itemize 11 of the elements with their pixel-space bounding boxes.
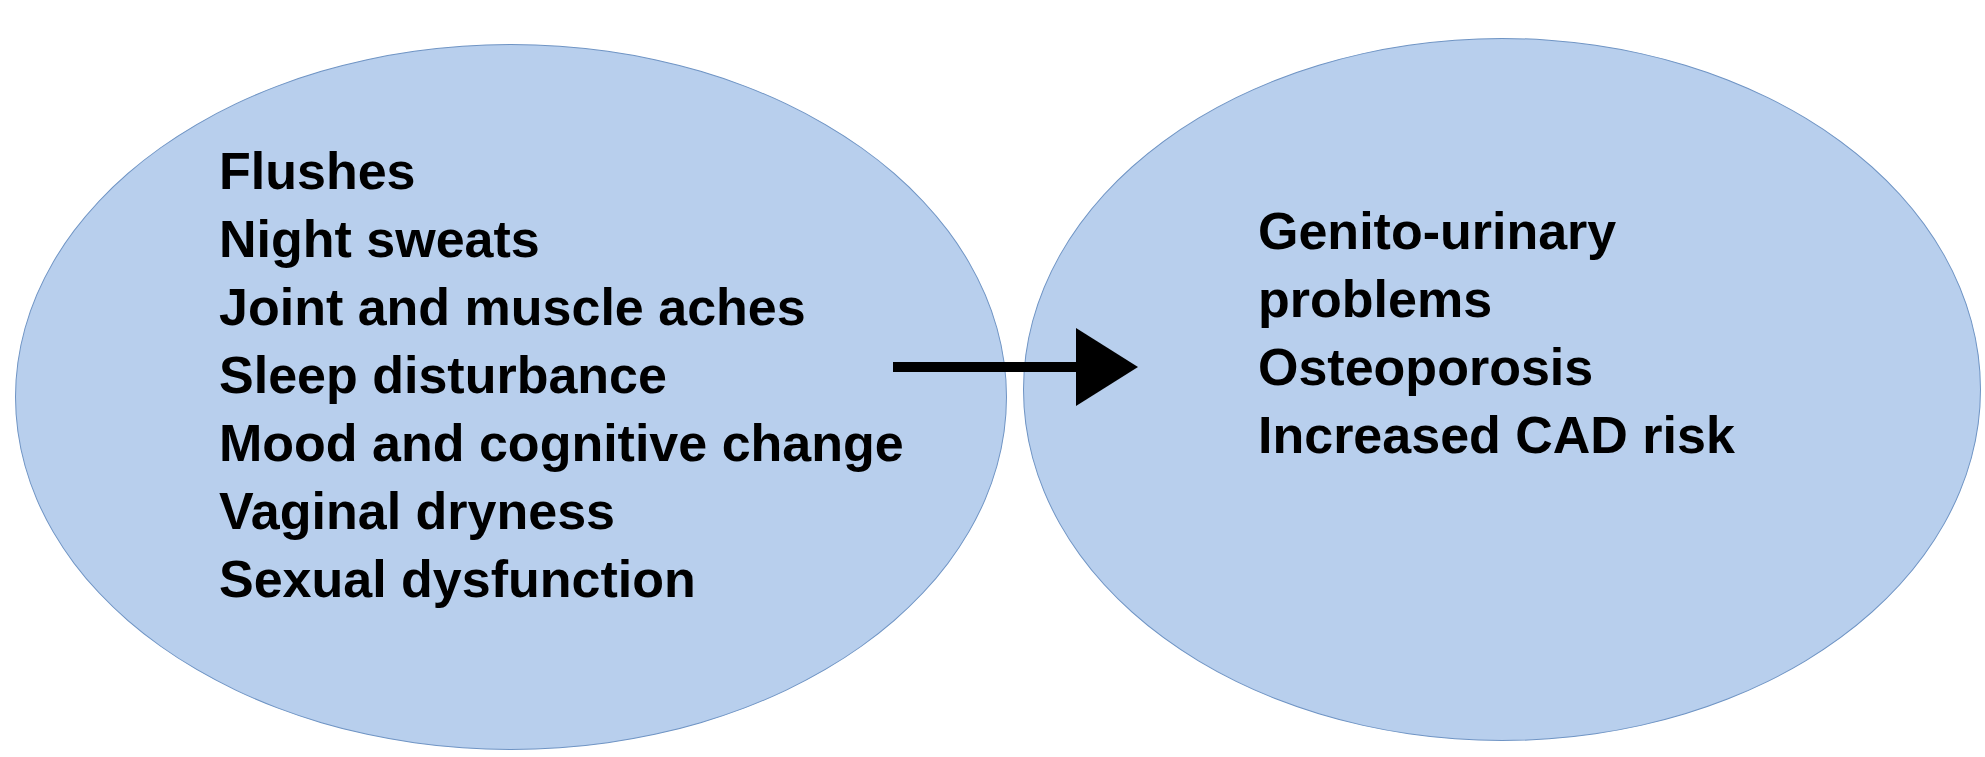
list-item-text: Night sweats — [219, 209, 541, 270]
list-item-text: Genito-urinary problems — [1258, 201, 1618, 330]
list-item-text: Increased CAD risk — [1258, 405, 1736, 466]
list-item-text: Sexual dysfunction — [219, 549, 697, 610]
list-item-text: Vaginal dryness — [219, 481, 616, 542]
list-item-text: Mood and cognitive change — [219, 413, 905, 474]
list-item-text: Osteoporosis — [1258, 337, 1595, 398]
list-item-text: Sleep disturbance — [219, 345, 668, 406]
arrow — [893, 328, 1138, 406]
list-item-text: Joint and muscle aches — [219, 277, 807, 338]
list-item-text: Flushes — [219, 141, 417, 202]
